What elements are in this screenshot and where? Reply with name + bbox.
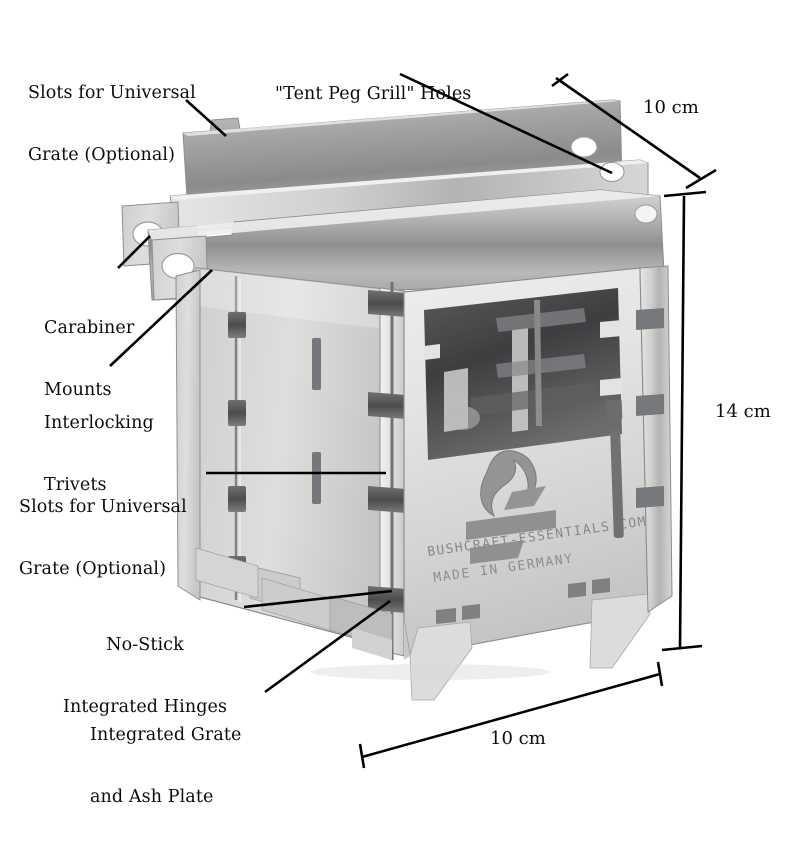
front-leg-cutout-right (589, 593, 651, 669)
depth-dimension-label: 10 cm (643, 97, 699, 118)
callout-line-2: and Ash Plate (90, 787, 214, 808)
front-leg-cutout-left (409, 621, 473, 701)
tent-peg-hole-1 (570, 136, 598, 158)
callout-line-1: Slots for Universal (28, 83, 196, 104)
callout-line-1: Integrated Grate (90, 725, 242, 746)
callout-line-2: Integrated Hinges (62, 697, 228, 718)
callout-interlocking-trivets: Interlocking Trivets (44, 372, 154, 537)
callout-carabiner-mounts: Carabiner Mounts (44, 277, 134, 442)
grate-slot-left-2 (312, 452, 321, 504)
front-panel-tabs (436, 578, 610, 624)
callout-integrated-grate-and-ash-plate: Integrated Grate and Ash Plate (90, 684, 242, 849)
callout-line-2: Grate (Optional) (19, 559, 167, 580)
callout-line-1: Slots for Universal (19, 497, 187, 518)
callout-line-1: No-Stick (106, 635, 184, 656)
callout-tent-peg-grill-holes: "Tent Peg Grill" Holes (275, 43, 471, 146)
right-edge-clips (636, 308, 664, 508)
front-window-cutout (424, 288, 622, 460)
callout-slots-for-universal-grate-lower: Slots for Universal Grate (Optional) (19, 456, 187, 621)
tent-peg-hole-3 (634, 204, 658, 224)
callout-line-2: Mounts (44, 380, 112, 401)
width-dimension-label: 10 cm (490, 728, 546, 749)
height-dimension-label: 14 cm (715, 401, 771, 422)
grate-slot-right (610, 429, 624, 539)
callout-no-stick-integrated-hinges: No-Stick Integrated Hinges (46, 594, 244, 759)
callout-line-2: Trivets (44, 475, 107, 496)
diagram-canvas: BUSHCRAFT-ESSENTIALS.COM MADE IN GERMANY (19, 42, 771, 808)
grate-slot-left-1 (312, 338, 321, 390)
stove-photograph: BUSHCRAFT-ESSENTIALS.COM MADE IN GERMANY (121, 99, 673, 701)
callout-line-1: "Tent Peg Grill" Holes (275, 84, 472, 105)
tent-peg-hole-2 (599, 161, 625, 183)
callout-slots-for-universal-grate-top: Slots for Universal Grate (Optional) (28, 42, 196, 207)
right-side-flange (605, 265, 673, 613)
front-panel: BUSHCRAFT-ESSENTIALS.COM MADE IN GERMANY (403, 267, 651, 701)
left-side-panel (195, 267, 393, 649)
callout-line-2: Grate (Optional) (28, 145, 176, 166)
flame-logo (466, 450, 556, 564)
callout-line-1: Carabiner (44, 318, 135, 339)
callout-line-1: Interlocking (44, 413, 154, 434)
